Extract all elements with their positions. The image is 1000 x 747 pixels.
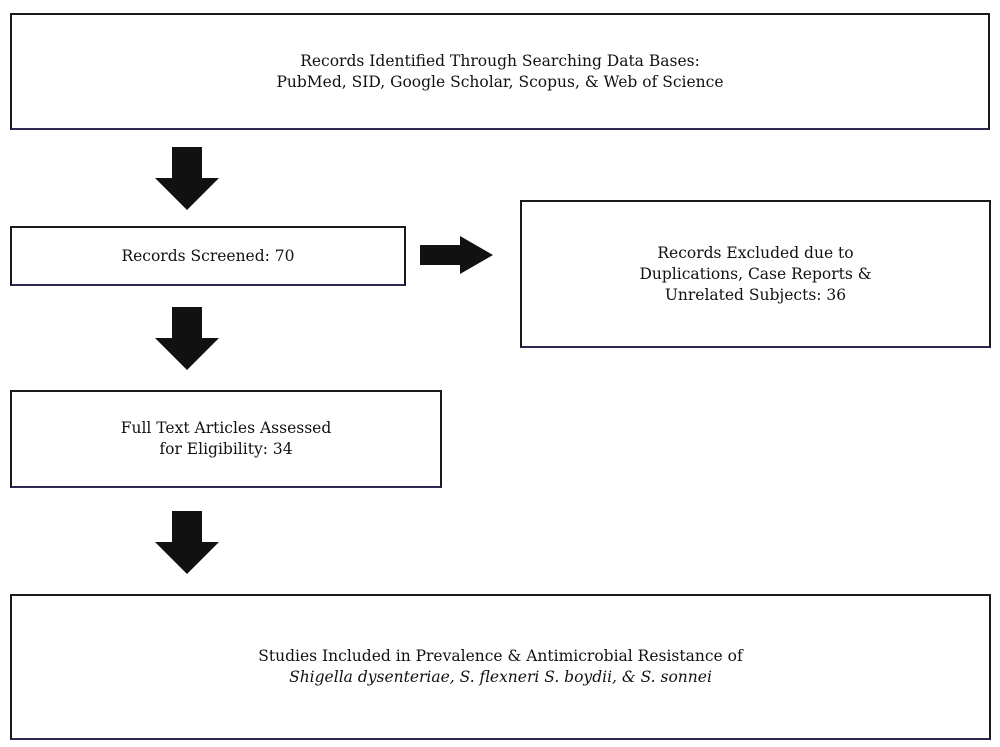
studies-included-line1: Studies Included in Prevalence & Antimic…: [258, 647, 743, 665]
records-excluded-line2: Duplications, Case Reports &: [639, 264, 872, 283]
down-arrow-1: [155, 147, 219, 210]
records-identified-line2: PubMed, SID, Google Scholar, Scopus, & W…: [276, 72, 724, 91]
full-text-articles-line2: for Eligibility: 34: [159, 440, 293, 458]
records-excluded-box: Records Excluded due to Duplications, Ca…: [520, 200, 991, 348]
studies-included-box: Studies Included in Prevalence & Antimic…: [10, 594, 991, 740]
studies-included-line2: Shigella dysenteriae, S. flexneri S. boy…: [289, 668, 712, 686]
down-arrow-3: [155, 511, 219, 574]
records-excluded-line3: Unrelated Subjects: 36: [664, 285, 847, 304]
records-identified-line1: Records Identified Through Searching Dat…: [300, 51, 700, 70]
full-text-articles-line1: Full Text Articles Assessed: [120, 419, 332, 437]
records-screened-box: Records Screened: 70: [10, 226, 406, 286]
right-arrow: [420, 236, 493, 274]
records-screened-line1: Records Screened: 70: [121, 246, 295, 265]
records-excluded-line1: Records Excluded due to: [657, 243, 854, 262]
full-text-articles-box: Full Text Articles Assessed for Eligibil…: [10, 390, 442, 488]
down-arrow-2: [155, 307, 219, 370]
records-identified-box: Records Identified Through Searching Dat…: [10, 13, 990, 130]
